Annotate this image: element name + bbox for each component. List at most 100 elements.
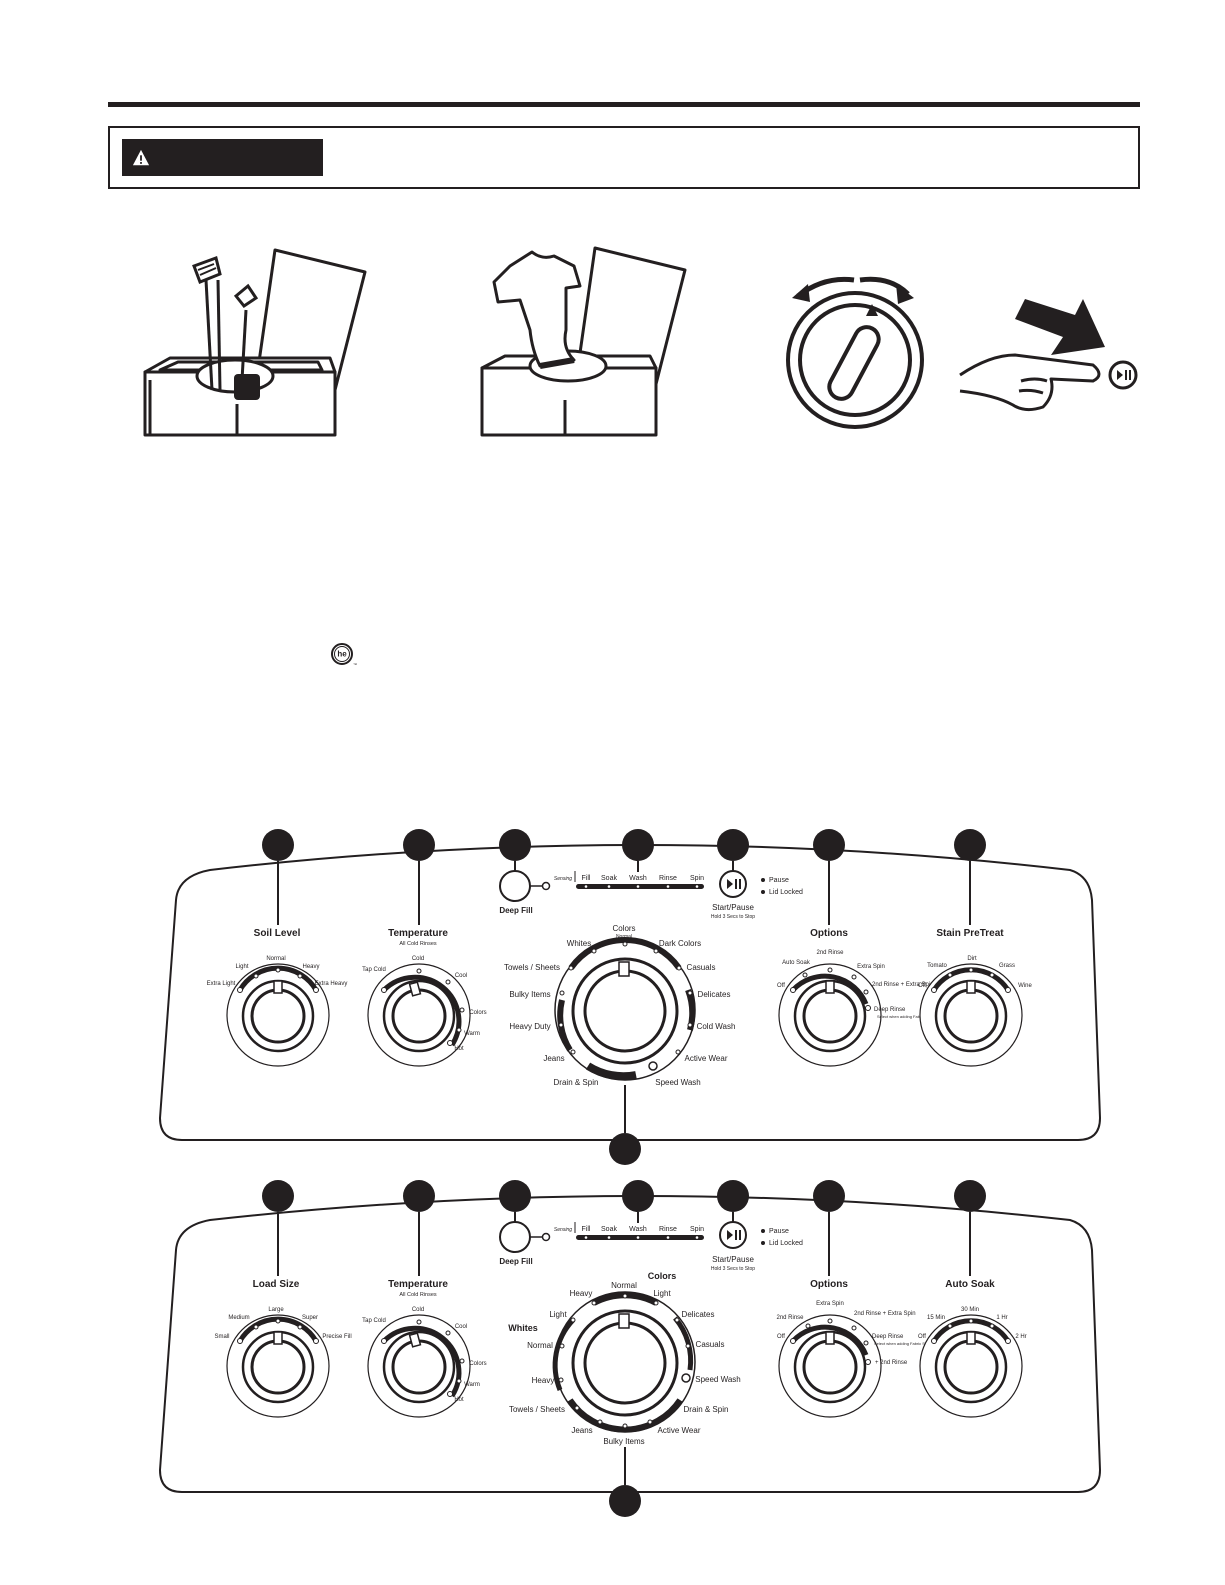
cycle2-colors-normal: Normal: [611, 1281, 637, 1290]
load-large: Large: [268, 1307, 284, 1313]
temp-colors-2: Colors: [469, 1361, 486, 1367]
cycle2-speed-wash: Speed Wash: [695, 1375, 741, 1384]
temperature-knob-1[interactable]: [382, 979, 456, 1053]
cycle2-whites-heavy: Heavy: [532, 1376, 555, 1385]
cycle-knob-1[interactable]: [571, 957, 679, 1065]
status-bar: [576, 884, 704, 889]
deep-fill-button-2[interactable]: [499, 1221, 531, 1253]
deep-fill-button[interactable]: [499, 870, 531, 902]
cycle-jeans: Jeans: [543, 1054, 564, 1063]
start-pause-label: Start/Pause: [712, 903, 754, 912]
soil-level-knob[interactable]: [241, 979, 315, 1053]
deep-fill-indicator: [541, 881, 551, 891]
cycle-speed-wash: Speed Wash: [655, 1078, 701, 1087]
load-size-knob[interactable]: [241, 1330, 315, 1404]
deep-fill-label: Deep Fill: [499, 906, 532, 915]
cycle-casuals: Casuals: [687, 963, 716, 972]
cycle2-drain-spin: Drain & Spin: [684, 1405, 729, 1414]
stain-pretreat-knob[interactable]: [934, 979, 1008, 1053]
temp-cool-1: Cool: [455, 973, 467, 979]
opt2-plus-2nd-rinse: + 2nd Rinse: [875, 1360, 908, 1366]
cycle-colors-normal: Normal: [616, 934, 632, 940]
status-soak: Soak: [601, 875, 617, 882]
opt1-deep-rinse: Deep Rinse: [874, 1007, 906, 1013]
temp-hot-1: Hot: [454, 1046, 464, 1052]
pause-label: Pause: [769, 877, 789, 884]
soil-light: Light: [235, 964, 248, 970]
soak-off: Off: [918, 1334, 926, 1340]
cycle2-casuals: Casuals: [696, 1340, 725, 1349]
auto-soak-knob[interactable]: [934, 1330, 1008, 1404]
cycle-whites: Whites: [567, 939, 591, 948]
deep-fill-label-2: Deep Fill: [499, 1257, 532, 1266]
press-start-illustration: [959, 299, 1138, 412]
stain-tomato: Tomato: [927, 963, 947, 969]
status2-fill: Fill: [582, 1226, 591, 1233]
start-pause-button[interactable]: [719, 870, 747, 898]
stain-off: Off: [918, 983, 926, 989]
start-pause-sub-2: Hold 3 Secs to Stop: [711, 1266, 755, 1272]
cycle2-colors-header: Colors: [648, 1271, 677, 1281]
cycle-knob-2[interactable]: [571, 1309, 679, 1417]
cycle2-bulky-items: Bulky Items: [603, 1437, 644, 1446]
opt1-deep-note: Select when adding Fabric Softener: [877, 1014, 941, 1019]
options-knob-1[interactable]: [793, 979, 867, 1053]
pause-indicator: [761, 878, 765, 882]
svg-text:he: he: [337, 650, 347, 659]
washer-detergent-illustration: [143, 248, 367, 437]
status2-spin: Spin: [690, 1226, 704, 1233]
temperature-subtitle-2: All Cold Rinses: [399, 1292, 437, 1298]
cycle2-delicates: Delicates: [682, 1310, 715, 1319]
cycle-cold-wash: Cold Wash: [697, 1022, 736, 1031]
temp-cold-1: Cold: [412, 956, 424, 962]
cycle2-whites-light: Light: [549, 1310, 567, 1319]
soil-extra-light: Extra Light: [207, 981, 236, 987]
temp-tap-cold-2: Tap Cold: [362, 1318, 386, 1324]
opt2-deep-note: Select when adding Fabric Softener: [874, 1341, 938, 1346]
opt2-2nd-rinse-extra-spin: 2nd Rinse + Extra Spin: [854, 1311, 916, 1317]
load-super: Super: [302, 1315, 318, 1321]
load-small: Small: [214, 1334, 229, 1340]
temp-warm-1: Warm: [464, 1031, 480, 1037]
status2-wash: Wash: [629, 1226, 647, 1233]
cycle2-towels-sheets: Towels / Sheets: [509, 1405, 565, 1414]
cycle2-jeans: Jeans: [571, 1426, 592, 1435]
cycle2-colors-heavy: Heavy: [570, 1289, 593, 1298]
status-fill: Fill: [582, 875, 591, 882]
status-sensing: Sensing: [554, 876, 572, 882]
warning-triangle-icon: [132, 149, 150, 165]
cycle-active-wear: Active Wear: [685, 1054, 728, 1063]
opt2-deep-rinse: Deep Rinse: [872, 1334, 904, 1340]
soak-15-min: 15 Min: [927, 1315, 945, 1321]
stain-dirt: Dirt: [967, 956, 977, 962]
temp-hot-2: Hot: [454, 1397, 464, 1403]
warning-box: [108, 126, 1140, 189]
opt2-off: Off: [777, 1334, 785, 1340]
status2-sensing: Sensing: [554, 1227, 572, 1233]
opt1-extra-spin: Extra Spin: [857, 964, 885, 970]
opt2-extra-spin: Extra Spin: [816, 1301, 844, 1307]
stain-wine: Wine: [1018, 983, 1032, 989]
load-precise-fill: Precise Fill: [322, 1334, 351, 1340]
cycle2-whites-normal: Normal: [527, 1341, 553, 1350]
temperature-title-1: Temperature: [388, 928, 448, 939]
temp-colors-1: Colors: [469, 1010, 486, 1016]
temp-cool-2: Cool: [455, 1324, 467, 1330]
soil-heavy: Heavy: [302, 964, 319, 970]
options-knob-2[interactable]: [793, 1330, 867, 1404]
soil-extra-heavy: Extra Heavy: [315, 981, 348, 987]
opt1-2nd-rinse: 2nd Rinse: [816, 950, 844, 956]
start-pause-button-2[interactable]: [719, 1221, 747, 1249]
status2-soak: Soak: [601, 1226, 617, 1233]
lid-locked-label-2: Lid Locked: [769, 1240, 803, 1247]
cycle2-active-wear: Active Wear: [658, 1426, 701, 1435]
soil-normal: Normal: [266, 956, 285, 962]
status-rinse: Rinse: [659, 875, 677, 882]
soak-2-hr: 2 Hr: [1015, 1334, 1026, 1340]
temperature-knob-2[interactable]: [382, 1330, 456, 1404]
cycle-towels-sheets: Towels / Sheets: [504, 963, 560, 972]
temp-cold-2: Cold: [412, 1307, 424, 1313]
options-title-1: Options: [810, 928, 848, 939]
stain-grass: Grass: [999, 963, 1015, 969]
status-wash: Wash: [629, 875, 647, 882]
